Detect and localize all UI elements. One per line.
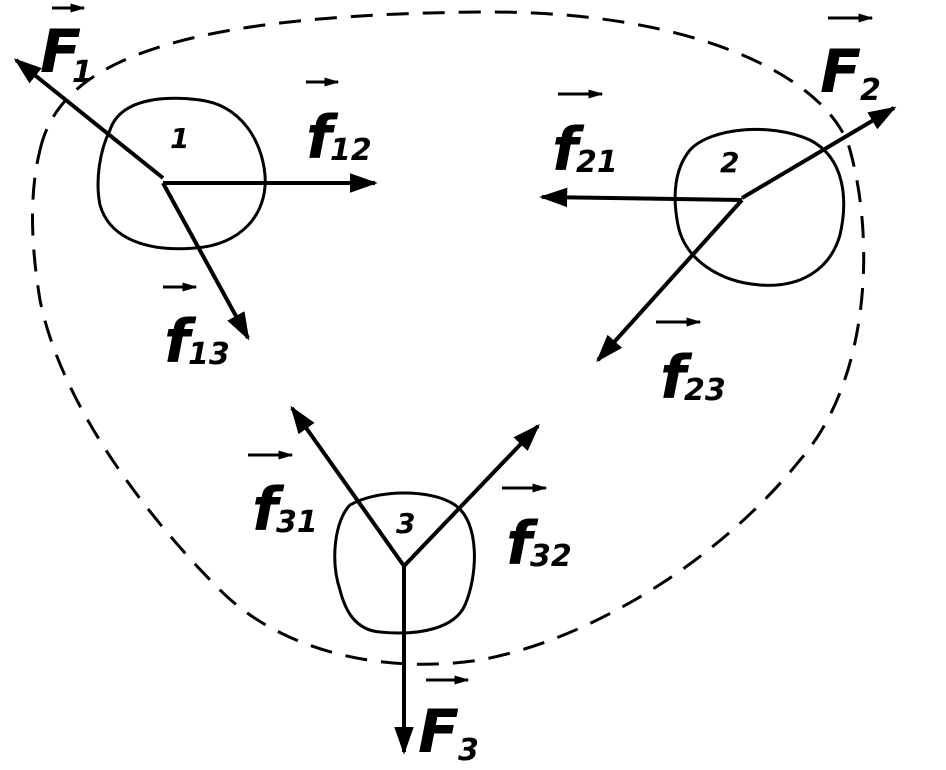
body-2-outline [673,127,846,287]
svg-text:13: 13 [188,337,230,372]
arrow-f32 [402,423,540,568]
svg-text:F: F [418,697,459,767]
svg-text:2: 2 [860,73,881,108]
svg-text:32: 32 [530,539,572,574]
arrow-f23 [596,198,744,363]
label-F3: F 3 [418,675,479,768]
arrow-F1 [13,58,165,180]
svg-text:F: F [40,17,81,87]
svg-text:12: 12 [330,133,372,168]
svg-text:23: 23 [684,373,726,408]
arrow-f21 [539,187,743,208]
label-F1: F 1 [40,3,93,90]
svg-text:21: 21 [576,145,618,180]
label-F2: F 2 [820,13,881,108]
label-f32: f 32 [502,483,572,579]
body-3-label: 3 [396,507,415,540]
body-1-outline [96,96,267,251]
arrow-f13 [161,182,250,341]
svg-text:31: 31 [276,505,318,540]
svg-text:1: 1 [72,55,93,90]
arrow-F2 [740,106,897,200]
body-1-label: 1 [170,122,189,155]
label-f12: f 12 [306,77,372,173]
body-3-outline [333,491,476,635]
label-f31: f 31 [248,450,318,545]
svg-text:F: F [820,37,861,107]
svg-text:3: 3 [458,733,479,768]
body-2-label: 2 [720,146,739,179]
label-f13: f 13 [163,282,230,377]
label-f21: f 21 [552,89,618,185]
label-f23: f 23 [656,317,726,413]
arrow-f31 [290,405,406,568]
system-boundary [31,10,866,666]
